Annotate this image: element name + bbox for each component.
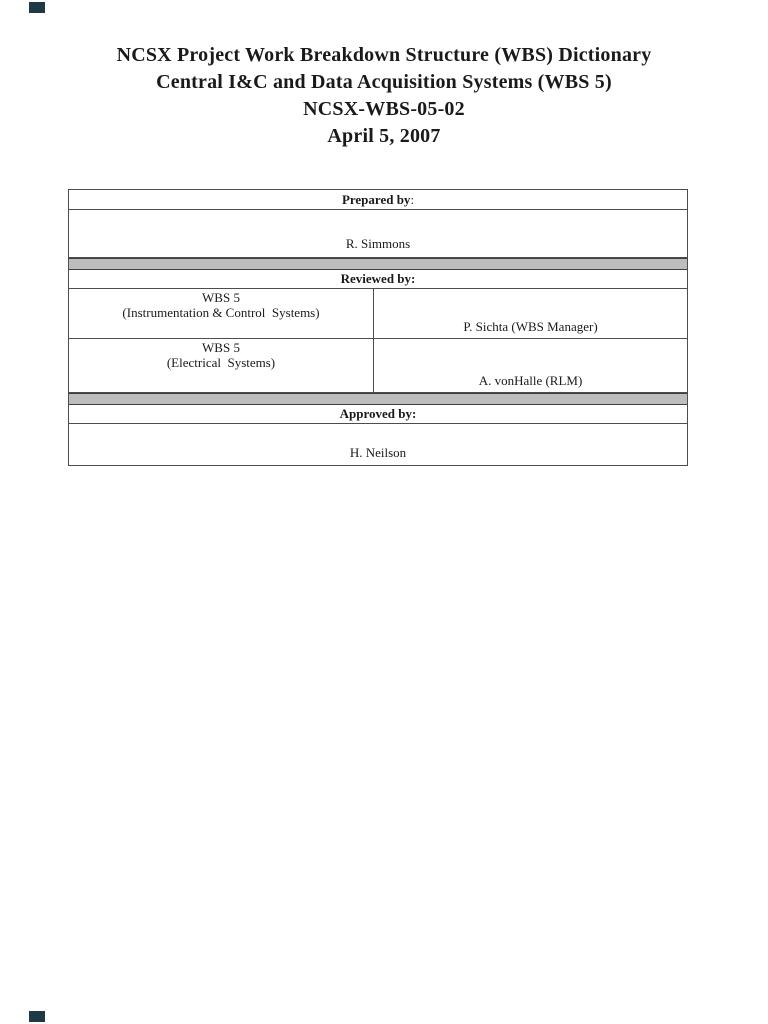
reviewer-name-1: P. Sichta (WBS Manager)	[463, 319, 598, 334]
approved-by-label: Approved by:	[339, 406, 417, 421]
reviewed-by-label: Reviewed by:	[340, 271, 416, 286]
reviewer-signature-cell-2: A. vonHalle (RLM)	[374, 339, 687, 392]
reviewed-by-header-row: Reviewed by:	[69, 270, 687, 289]
approved-by-header-row: Approved by:	[69, 405, 687, 424]
reviewer-role-1-line-1: WBS 5	[202, 290, 240, 305]
title-line-2: Central I&C and Data Acquisition Systems…	[156, 71, 612, 93]
document-title-block: NCSX Project Work Breakdown Structure (W…	[0, 42, 768, 150]
prepared-by-colon: :	[410, 191, 415, 207]
reviewer-role-cell-2: WBS 5 (Electrical Systems)	[69, 339, 374, 392]
viewer-corner-marker-top	[29, 2, 45, 13]
reviewer-role-2-line-2: (Electrical Systems)	[166, 355, 276, 370]
reviewer-row-2: WBS 5 (Electrical Systems) A. vonHalle (…	[69, 339, 687, 393]
prepared-by-label: Prepared by	[341, 191, 411, 207]
title-line-1: NCSX Project Work Breakdown Structure (W…	[116, 44, 652, 66]
signature-table: Prepared by: R. Simmons Reviewed by: WBS…	[68, 189, 688, 466]
separator-bar-1	[69, 258, 687, 270]
prepared-by-header-row: Prepared by:	[69, 190, 687, 210]
reviewer-signature-cell-1: P. Sichta (WBS Manager)	[374, 289, 687, 338]
separator-bar-2	[69, 393, 687, 405]
prepared-by-name: R. Simmons	[345, 236, 411, 251]
reviewer-name-2: A. vonHalle (RLM)	[478, 373, 583, 388]
reviewer-role-2-line-1: WBS 5	[202, 340, 240, 355]
title-line-3: NCSX-WBS-05-02	[303, 98, 465, 120]
viewer-corner-marker-bottom	[29, 1011, 45, 1022]
approved-by-signature-cell: H. Neilson	[69, 424, 687, 465]
prepared-by-signature-cell: R. Simmons	[69, 210, 687, 258]
reviewer-row-1: WBS 5 (Instrumentation & Control Systems…	[69, 289, 687, 339]
reviewer-role-1-line-2: (Instrumentation & Control Systems)	[122, 305, 320, 320]
reviewer-role-cell-1: WBS 5 (Instrumentation & Control Systems…	[69, 289, 374, 338]
title-line-4: April 5, 2007	[327, 125, 441, 147]
approved-by-name: H. Neilson	[349, 445, 407, 460]
